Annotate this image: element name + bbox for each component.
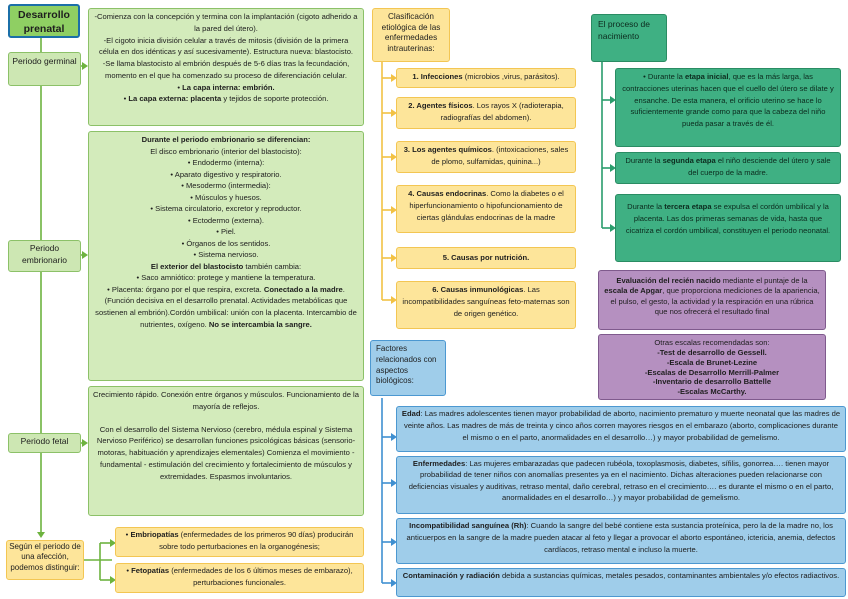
embrionario-item: • Sistema circulatorio, excretor y repro… [150,204,302,214]
factores-label: Factores relacionados con aspectos bioló… [370,340,446,396]
embriopatias-box: • Embriopatías (enfermedades de los prim… [115,527,364,557]
factor-contaminacion: Contaminación y radiación debida a susta… [396,568,846,597]
embrionario-item: • Ectodermo (externa). [187,215,265,225]
fetopatias-box: • Fetopatías (enfermedades de los 6 últi… [115,563,364,593]
germinal-internal: • La capa interna: embrión. [177,82,275,92]
fetal-paragraph-1: Crecimiento rápido. Conexión entre órgan… [93,390,359,411]
embrionario-item: • Músculos y huesos. [190,192,262,202]
clasificacion-item-1: 1. Infecciones (microbios ,virus, parási… [396,68,576,88]
embrionario-placenta: • Placenta: órgano por el que respira, e… [95,284,357,329]
evaluacion-box: Evaluación del recién nacido mediante el… [598,270,826,330]
embrionario-item: • Endodermo (interna): [187,158,265,168]
factor-edad: Edad: Las madres adolescentes tienen may… [396,406,846,452]
clasificacion-label: Clasificación etiológica de las enfermed… [372,8,450,62]
escala-item: -Escala de Brunet-Lezine [666,357,758,367]
germinal-line-2: -El cigoto inicia división celular a tra… [98,35,354,57]
fetal-label: Periodo fetal [8,433,81,453]
clasificacion-item-2: 2. Agentes físicos. Los rayos X (radiote… [396,97,576,129]
clasificacion-item-5: 5. Causas por nutrición. [396,247,576,269]
escala-item: -Test de desarrollo de Gessell. [657,347,767,357]
embrionario-item: • Piel. [216,227,236,237]
nacimiento-label: El proceso de nacimiento [591,14,667,62]
germinal-external: • La capa externa: placenta y tejidos de… [123,94,329,104]
escala-item: -Inventario de desarrollo Battelle [652,377,772,387]
escalas-intro: Otras escalas recomendadas son: [654,338,770,347]
factor-incompatibilidad: Incompatibilidad sanguínea (Rh): Cuando … [396,518,846,564]
germinal-line-3: -Se llama blastocisto al embrión después… [102,59,350,80]
embrionario-exterior: El exterior del blastocisto también camb… [150,261,302,271]
clasificacion-item-3: 3. Los agentes químicos. (intoxicaciones… [396,141,576,173]
fetal-description: Crecimiento rápido. Conexión entre órgan… [88,386,364,516]
embrionario-item: • Órganos de los sentidos. [181,238,271,248]
title-line2: prenatal [23,22,65,35]
escala-item: -Escalas de Desarrollo Merrill-Palmer [644,367,780,377]
afeccion-label: Según el periodo de una afección, podemo… [6,540,84,580]
factor-enfermedades: Enfermedades: Las mujeres embarazadas qu… [396,456,846,514]
embrionario-saco: • Saco amniótico: protege y mantiene la … [136,273,316,283]
nacimiento-etapa-inicial: • Durante la etapa inicial, que es la má… [615,68,841,147]
title-line1: Desarrollo [18,9,70,21]
clasificacion-item-4: 4. Causas endocrinas. Como la diabetes o… [396,185,576,233]
clasificacion-item-6: 6. Causas inmunológicas. Las incompatibi… [396,281,576,329]
escalas-box: Otras escalas recomendadas son: -Test de… [598,334,826,400]
germinal-line-1: -Comienza con la concepción y termina co… [94,12,358,33]
embrionario-item: • Aparato digestivo y respiratorio. [170,169,282,179]
germinal-description: -Comienza con la concepción y termina co… [88,8,364,126]
embrionario-disc: El disco embrionario (interior del blast… [150,146,302,156]
embrionario-item: • Sistema nervioso. [193,250,259,260]
title-box: Desarrollo prenatal [8,4,80,38]
embrionario-heading: Durante el periodo embrionario se difere… [141,135,311,144]
fetal-paragraph-2: Con el desarrollo del Sistema Nervioso (… [96,424,356,481]
embrionario-label: Periodo embrionario [8,240,81,272]
escala-item: -Escalas McCarthy. [677,387,747,397]
nacimiento-segunda-etapa: Durante la segunda etapa el niño descien… [615,152,841,184]
nacimiento-tercera-etapa: Durante la tercera etapa se expulsa el c… [615,194,841,262]
embrionario-item: • Mesodermo (intermedia): [181,181,271,191]
germinal-label: Periodo germinal [8,52,81,86]
embrionario-description: Durante el periodo embrionario se difere… [88,131,364,381]
